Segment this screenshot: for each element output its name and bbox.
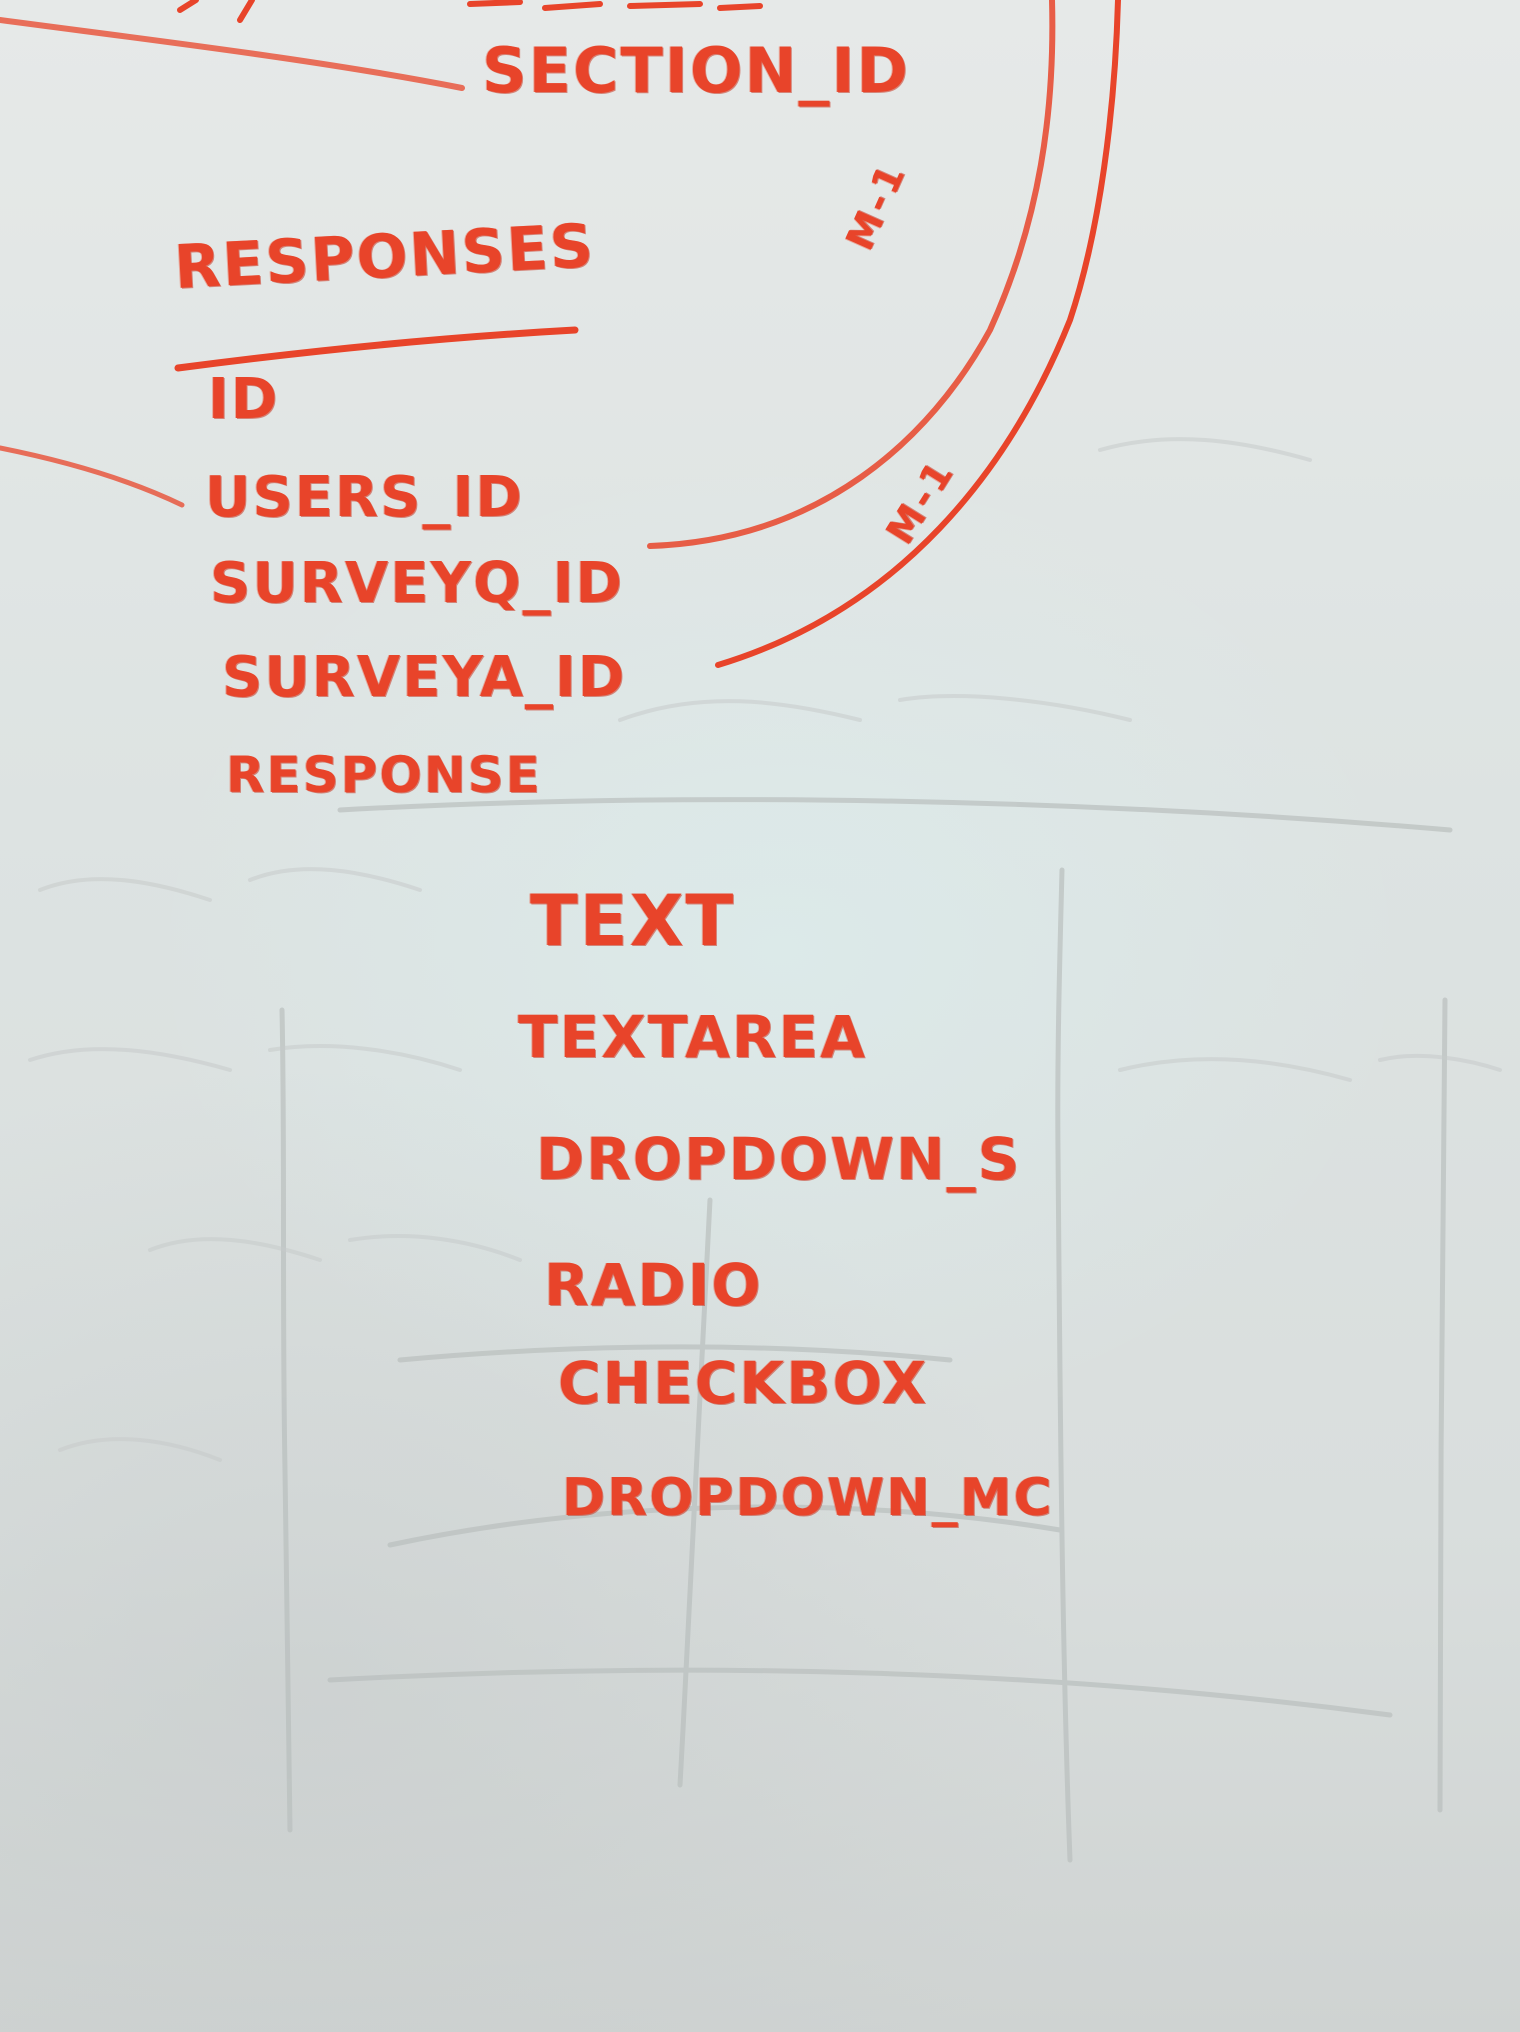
response-type-text: TEXT <box>530 880 736 962</box>
response-type-radio: RADIO <box>544 1251 763 1319</box>
response-type-dropdown-s: DROPDOWN_S <box>536 1125 1022 1193</box>
relation-arc-outer <box>715 0 1121 668</box>
relation-arc-inner <box>647 0 1056 549</box>
top-heading-fragment <box>467 0 763 11</box>
field-surveyq-id: SURVEYQ_ID <box>210 551 624 616</box>
response-type-dropdown-mc: DROPDOWN_MC <box>562 1468 1054 1528</box>
field-id: ID <box>208 367 280 432</box>
field-surveya-id: SURVEYA_ID <box>222 645 627 710</box>
response-type-checkbox: CHECKBOX <box>558 1349 929 1417</box>
title-underline <box>174 326 579 372</box>
connector-line-top <box>0 17 465 91</box>
top-field: SECTION_ID <box>482 34 910 107</box>
response-type-textarea: TEXTAREA <box>518 1003 868 1071</box>
top-left-fragment <box>177 0 255 23</box>
connector-line-users <box>0 445 185 508</box>
field-response: RESPONSE <box>226 746 542 804</box>
field-users-id: USERS_ID <box>205 465 524 530</box>
